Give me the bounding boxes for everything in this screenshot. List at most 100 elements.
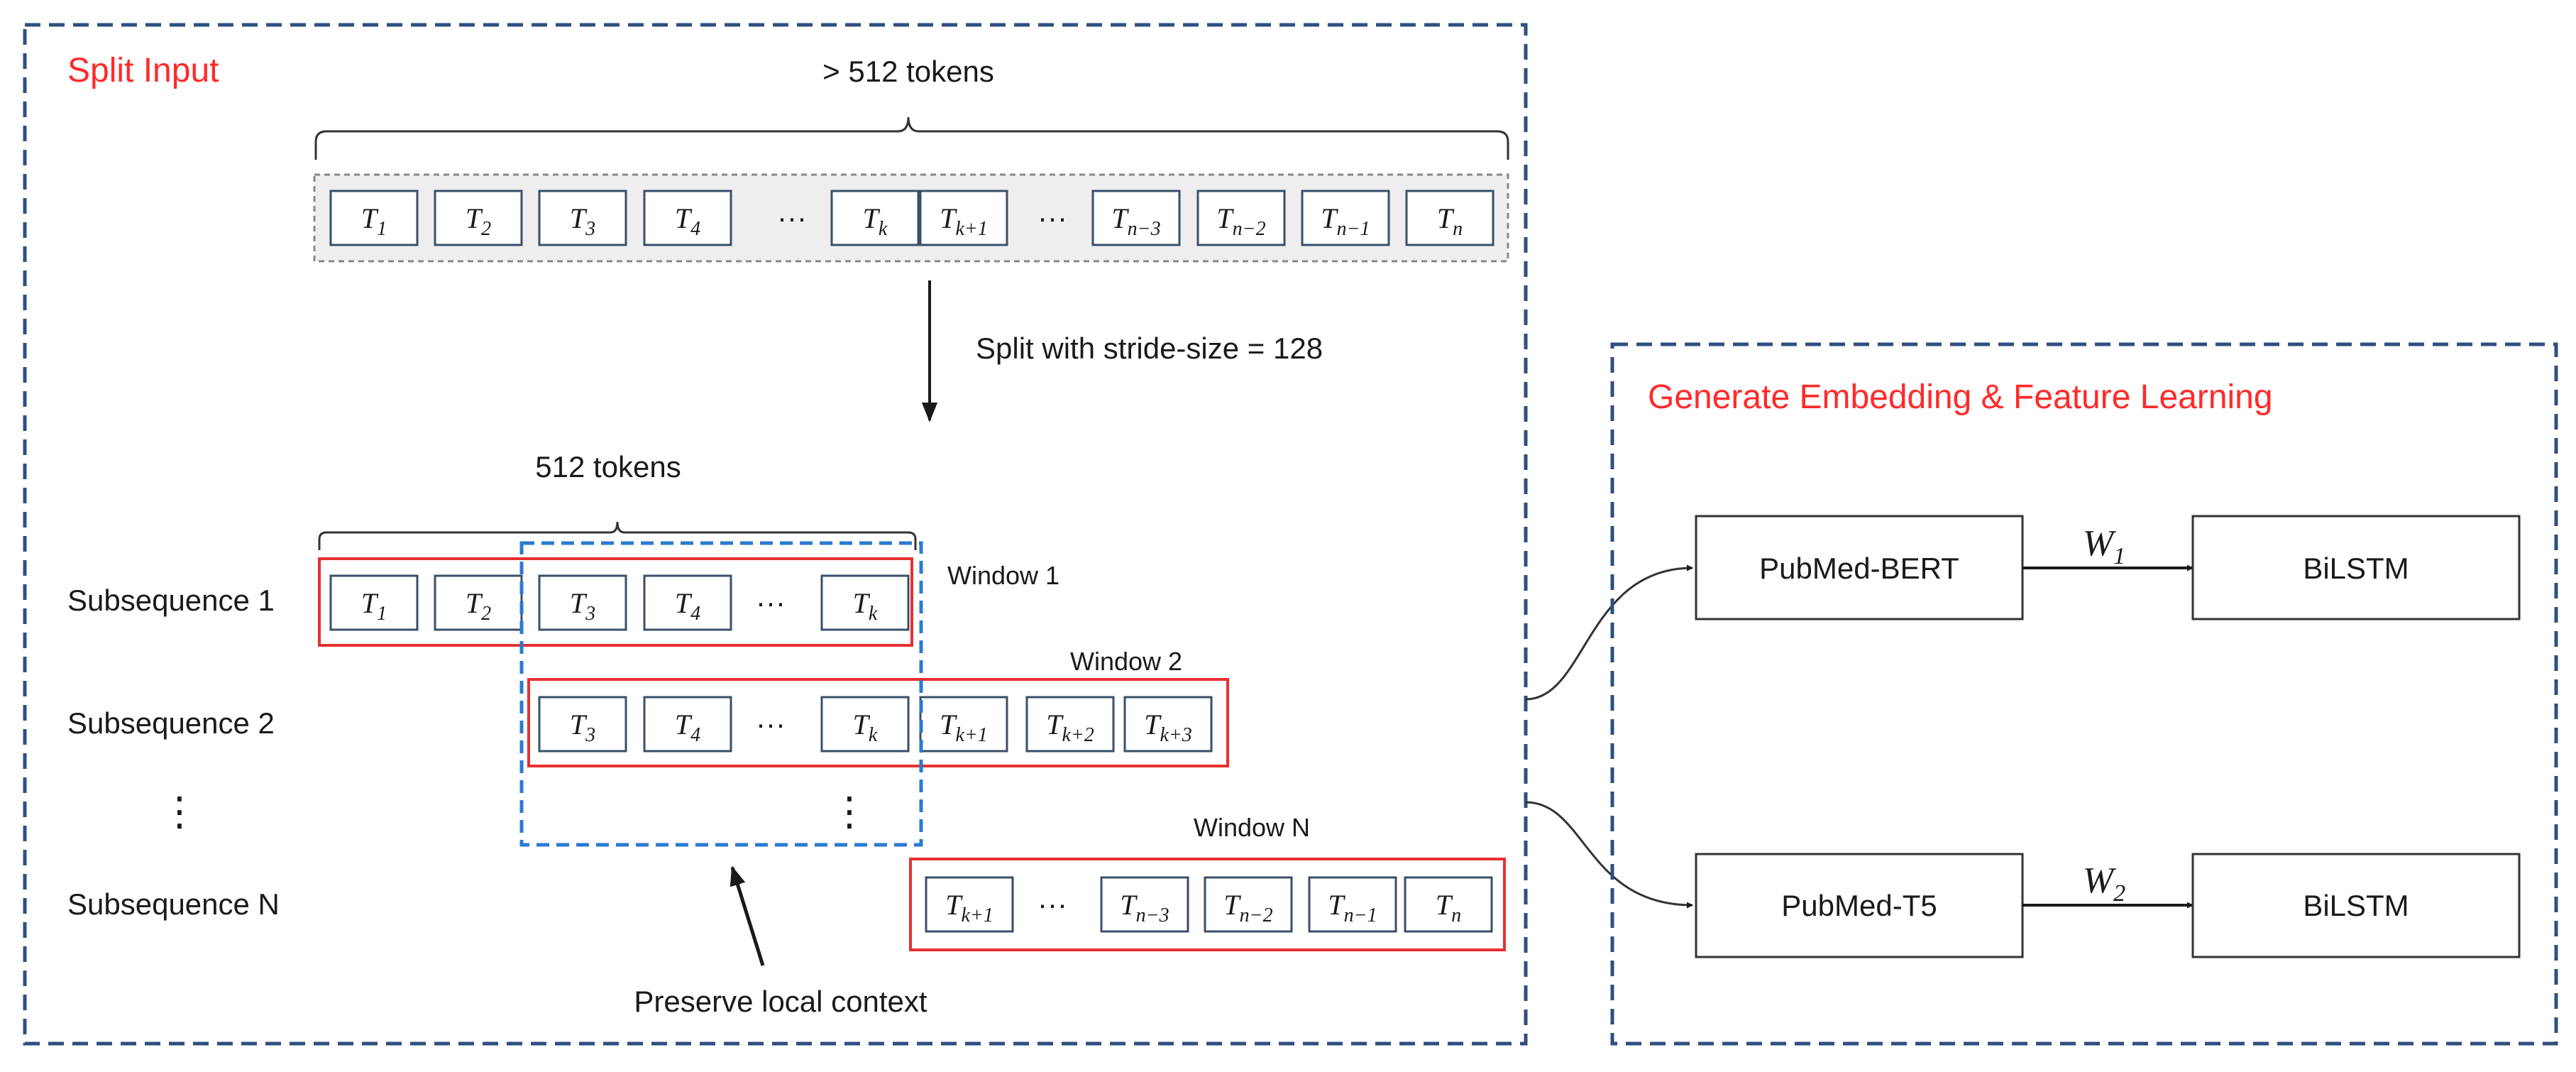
bilstm-box-2 [2191,853,2521,958]
window-size-label: 512 tokens [535,450,681,483]
token-subscript: k [869,724,878,746]
embedding-panel-border [1610,342,2558,1046]
token-box [1308,876,1397,933]
token-subscript: k+2 [1062,724,1094,746]
weight-w1-sub: 1 [2113,543,2125,569]
token-box [820,574,910,631]
token-base: T [570,587,588,619]
embedding-panel: Generate Embedding & Feature Learning Pu… [1610,342,2558,1046]
overlap-vdots: ⋮ [830,789,869,833]
token-box [434,574,523,631]
token-base: T [1321,202,1338,234]
token-box [643,696,732,753]
token-box [919,190,1008,246]
token-base: T [1046,709,1064,740]
token-label: Tk+1 [940,709,988,746]
token-label: T2 [466,202,491,240]
token-base: T [1216,202,1234,234]
token-subscript: n [1453,218,1463,240]
weight-w1: W1 [2083,523,2125,569]
token-base: T [466,587,483,619]
token-label: Tk+1 [940,202,988,240]
token-ellipsis: ··· [1037,201,1067,234]
overlap-region [519,541,923,847]
token-subscript: 3 [585,724,595,746]
split-stride-label: Split with stride-size = 128 [976,332,1323,365]
token-box [1123,696,1213,753]
token-base: T [1111,202,1129,234]
preserve-context-arrow [730,865,765,966]
weight-w2-base: W [2083,860,2117,901]
token-box [919,696,1008,753]
token-label: Tk [853,709,878,746]
token-base: T [1120,889,1138,921]
token-base: T [361,202,379,234]
window-brace [318,521,917,550]
token-base: T [675,202,693,234]
token-box [830,190,920,246]
token-label: T1 [361,587,387,625]
token-subscript: 1 [377,218,387,240]
token-box [1091,190,1181,246]
subsequence-1-label: Subsequence 1 [67,584,275,617]
token-box [538,696,627,753]
token-base: T [361,587,379,619]
input-brace [314,116,1509,160]
token-base: T [570,202,588,234]
token-label: T2 [466,587,491,625]
token-subscript: n [1451,904,1461,926]
token-base: T [1436,889,1453,921]
token-label: T4 [675,709,700,746]
bilstm-label-1: BiLSTM [2303,552,2409,585]
token-subscript: k+1 [955,218,987,240]
token-label: T3 [570,202,595,240]
token-ellipsis: ··· [777,201,807,234]
split-input-panel-border [23,23,1528,1046]
token-base: T [1328,889,1345,921]
token-box [643,190,732,246]
token-box [1100,876,1189,933]
split-input-title: Split Input [67,52,219,89]
subsequence-vdots: ⋮ [160,789,199,833]
token-base: T [945,889,963,921]
input-length-label: > 512 tokens [822,55,994,88]
token-label: Tn−1 [1328,889,1377,926]
token-ellipsis: ··· [756,707,786,740]
token-subscript: 1 [377,603,387,625]
token-base: ··· [777,201,807,234]
token-label: T4 [675,587,700,625]
token-label: Tn−3 [1111,202,1160,240]
token-box [1404,876,1493,933]
window-n-frame [909,858,1506,951]
bilstm-label-2: BiLSTM [2303,889,2409,922]
bilstm-box-1 [2191,515,2521,620]
token-base: T [1144,709,1162,740]
embedding-title: Generate Embedding & Feature Learning [1648,378,2273,416]
token-subscript: n−1 [1337,218,1370,240]
token-subscript: n−2 [1240,904,1273,926]
token-box [538,190,627,246]
token-label: Tn−1 [1321,202,1370,240]
token-base: T [1437,202,1455,234]
token-label: Tk [853,587,878,625]
token-subscript: 3 [585,603,595,625]
token-subscript: 4 [690,724,700,746]
token-subscript: 4 [690,603,700,625]
token-base: T [675,709,693,740]
token-box [538,574,627,631]
weight-w2-sub: 2 [2113,880,2125,907]
token-box [329,574,419,631]
token-subscript: n−1 [1344,904,1377,926]
token-label: Tn [1437,202,1463,240]
token-base: T [1223,889,1241,921]
window-2-label: Window 2 [1070,647,1182,676]
token-base: T [853,587,871,619]
token-base: ··· [1037,201,1067,234]
token-box [820,696,910,753]
token-label: Tn−3 [1120,889,1169,926]
connector-to-t5 [1525,801,1693,909]
window-n-label: Window N [1194,813,1310,842]
token-subscript: 2 [481,603,491,625]
